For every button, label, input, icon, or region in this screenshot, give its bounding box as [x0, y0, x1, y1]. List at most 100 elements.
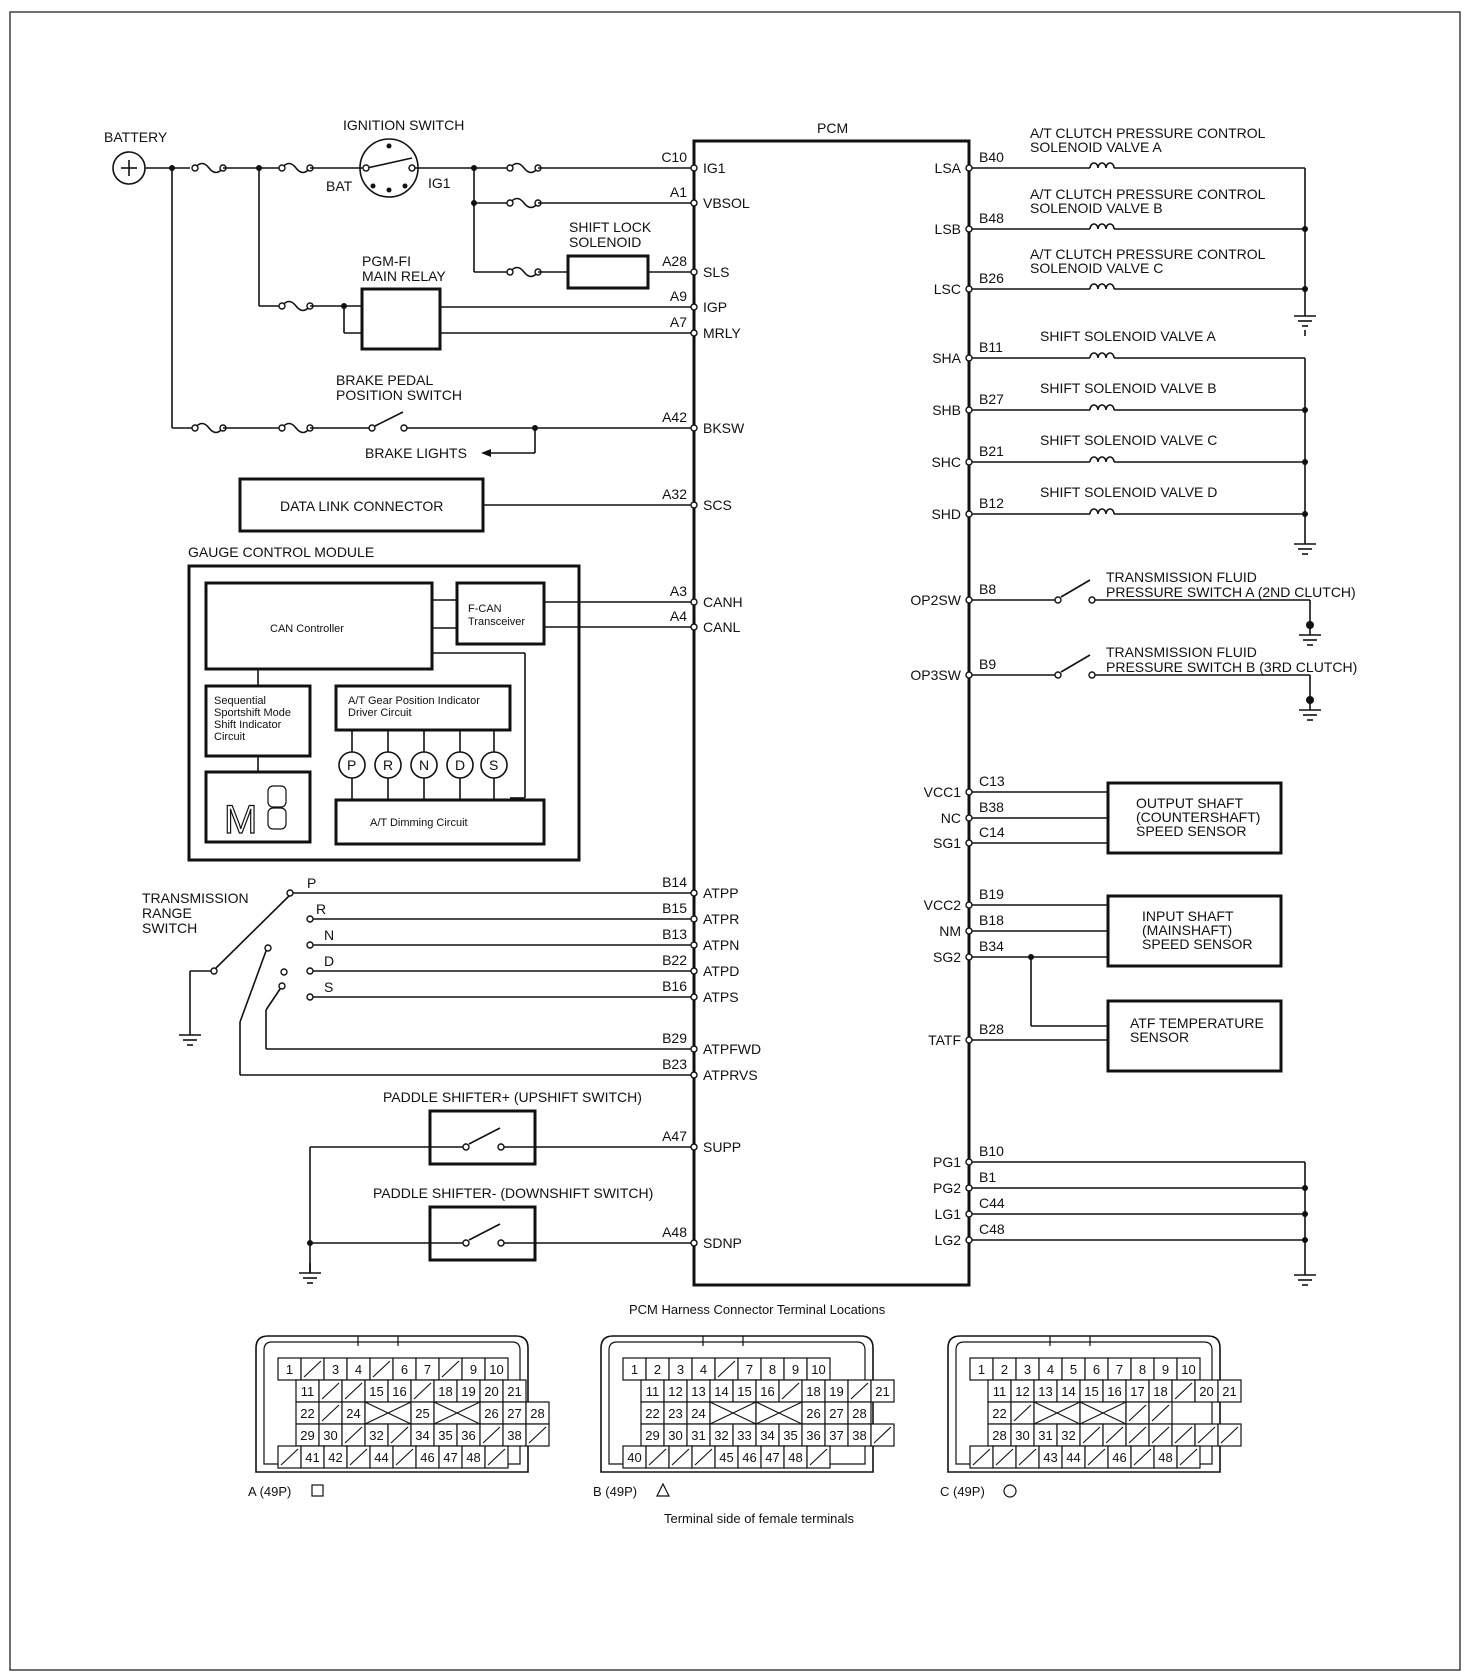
terminal-number: 23	[668, 1406, 682, 1421]
terminal-number: 28	[530, 1406, 544, 1421]
terminal-number: 30	[1015, 1428, 1029, 1443]
pin-canh	[690, 598, 698, 606]
terminal-number: 46	[420, 1450, 434, 1465]
pin-number: A48	[662, 1224, 687, 1240]
pin-name: SHD	[931, 506, 961, 522]
terminal-number: 16	[392, 1384, 406, 1399]
pin-canl	[690, 623, 698, 631]
terminal-number: 1	[978, 1362, 985, 1377]
pin-name: PG1	[933, 1154, 961, 1170]
pin-number: C14	[979, 824, 1005, 840]
pin-op2sw	[965, 596, 973, 604]
pin-name: BKSW	[703, 420, 745, 436]
pin-name: LG1	[935, 1206, 962, 1222]
pin-number: B28	[979, 1021, 1004, 1037]
shift-lock-solenoid	[566, 254, 650, 290]
pin-name: OP3SW	[910, 667, 961, 683]
iss-label-3: SPEED SENSOR	[1142, 936, 1252, 952]
terminal-number: 2	[1001, 1362, 1008, 1377]
can-controller	[204, 581, 434, 671]
iss-label-2: (MAINSHAFT)	[1142, 922, 1232, 938]
pin-shb	[965, 406, 973, 414]
terminal-number: 46	[742, 1450, 756, 1465]
terminal-number: 7	[424, 1362, 431, 1377]
terminal-number: 5	[1070, 1362, 1077, 1377]
pin-name: LG2	[935, 1232, 962, 1248]
pin-name: SHA	[932, 350, 961, 366]
pin-number: B27	[979, 391, 1004, 407]
terminal-number: 3	[1024, 1362, 1031, 1377]
op3-label-1: TRANSMISSION FLUID	[1106, 644, 1257, 660]
pin-number: C10	[661, 149, 687, 165]
terminal-number: 15	[737, 1384, 751, 1399]
terminal-number: 8	[769, 1362, 776, 1377]
terminal-number: 34	[415, 1428, 429, 1443]
pin-atpd	[690, 967, 698, 975]
terminal-number: 4	[1047, 1362, 1054, 1377]
indicator-p: P	[347, 757, 356, 773]
terminal-number: 10	[489, 1362, 503, 1377]
pin-name: OP2SW	[910, 592, 961, 608]
paddle-down-label: PADDLE SHIFTER- (DOWNSHIFT SWITCH)	[373, 1185, 653, 1201]
op2-label-1: TRANSMISSION FLUID	[1106, 569, 1257, 585]
terminal-number: 28	[992, 1428, 1006, 1443]
pin-number: A7	[670, 314, 687, 330]
gauge-control-module	[187, 564, 581, 862]
terminal-number: 32	[1061, 1428, 1075, 1443]
pin-name: ATPD	[703, 963, 739, 979]
indicator-d: D	[455, 757, 465, 773]
terminal-number: 20	[484, 1384, 498, 1399]
pin-nc	[965, 814, 973, 822]
pin-name: SHC	[931, 454, 961, 470]
pcm-title: PCM	[817, 120, 848, 136]
shd-circuit: SHIFT SOLENOID VALVE D	[969, 484, 1305, 515]
pin-sg1	[965, 839, 973, 847]
lsa-label-1: A/T CLUTCH PRESSURE CONTROL	[1030, 125, 1266, 141]
terminal-number: 16	[760, 1384, 774, 1399]
pin-number: A4	[670, 608, 687, 624]
terminal-number: 20	[1199, 1384, 1213, 1399]
pin-number: B23	[662, 1056, 687, 1072]
terminal-number: 47	[443, 1450, 457, 1465]
brake-switch-label: BRAKE PEDAL	[336, 372, 433, 388]
lsb-label-2: SOLENOID VALVE B	[1030, 200, 1163, 216]
pin-number: B40	[979, 149, 1004, 165]
pin-name: ATPR	[703, 911, 739, 927]
iss-label-1: INPUT SHAFT	[1142, 908, 1234, 924]
input-shaft-speed-sensor	[1106, 894, 1283, 968]
battery-label: BATTERY	[104, 129, 168, 145]
op3-label-2: PRESSURE SWITCH B (3RD CLUTCH)	[1106, 659, 1357, 675]
triangle-icon	[656, 1482, 670, 1497]
pin-name: IG1	[703, 160, 726, 176]
terminal-number: 21	[507, 1384, 521, 1399]
terminal-number: 22	[300, 1406, 314, 1421]
paddle-shifter-up	[428, 1109, 537, 1166]
circle-icon	[1003, 1484, 1017, 1498]
trs-pos-r: R	[316, 901, 326, 917]
pin-atps	[690, 993, 698, 1001]
terminal-number: 33	[737, 1428, 751, 1443]
pin-name: CANL	[703, 619, 741, 635]
shb-circuit: SHIFT SOLENOID VALVE B	[969, 380, 1305, 411]
pin-name: MRLY	[703, 325, 742, 341]
terminal-number: 4	[700, 1362, 707, 1377]
pcm-left-pins: C10IG1A1VBSOLA28SLSA9IGPA7MRLYA42BKSWA32…	[661, 149, 761, 1251]
trs-pos-n: N	[324, 927, 334, 943]
terminal-number: 15	[369, 1384, 383, 1399]
pin-name: TATF	[928, 1032, 961, 1048]
fcan-transceiver	[455, 581, 546, 646]
ignition-switch	[359, 138, 419, 198]
terminal-number: 36	[806, 1428, 820, 1443]
pin-vcc2	[965, 901, 973, 909]
terminal-number: 19	[829, 1384, 843, 1399]
terminal-number: 19	[461, 1384, 475, 1399]
terminal-number: 18	[438, 1384, 452, 1399]
terminal-number: 37	[829, 1428, 843, 1443]
terminal-number: 47	[765, 1450, 779, 1465]
pgm-fi-label-2: MAIN RELAY	[362, 268, 446, 284]
pin-atpp	[690, 889, 698, 897]
oss-label-2: (COUNTERSHAFT)	[1136, 809, 1260, 825]
can-controller-label: CAN Controller	[270, 623, 344, 635]
battery-symbol	[112, 151, 146, 185]
